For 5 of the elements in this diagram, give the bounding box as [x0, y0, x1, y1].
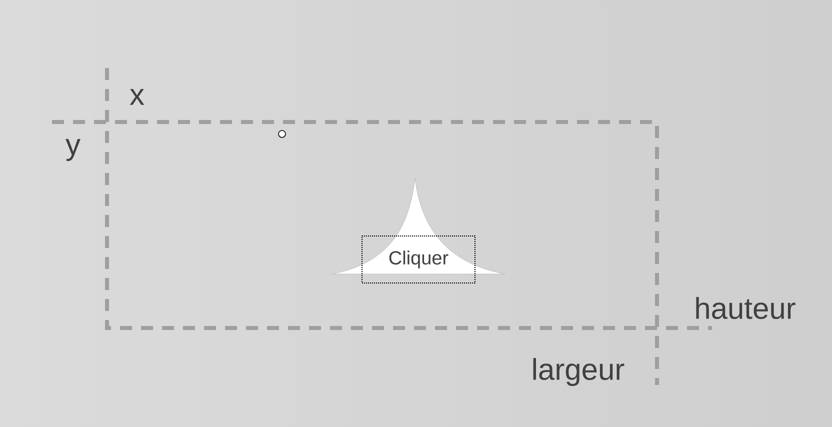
axis-label: x	[130, 89, 144, 105]
axis-label: y	[66, 138, 80, 162]
button: Cliquer	[362, 235, 476, 284]
axis-label: largeur	[533, 358, 624, 386]
axis-label: hauteur	[696, 296, 796, 319]
